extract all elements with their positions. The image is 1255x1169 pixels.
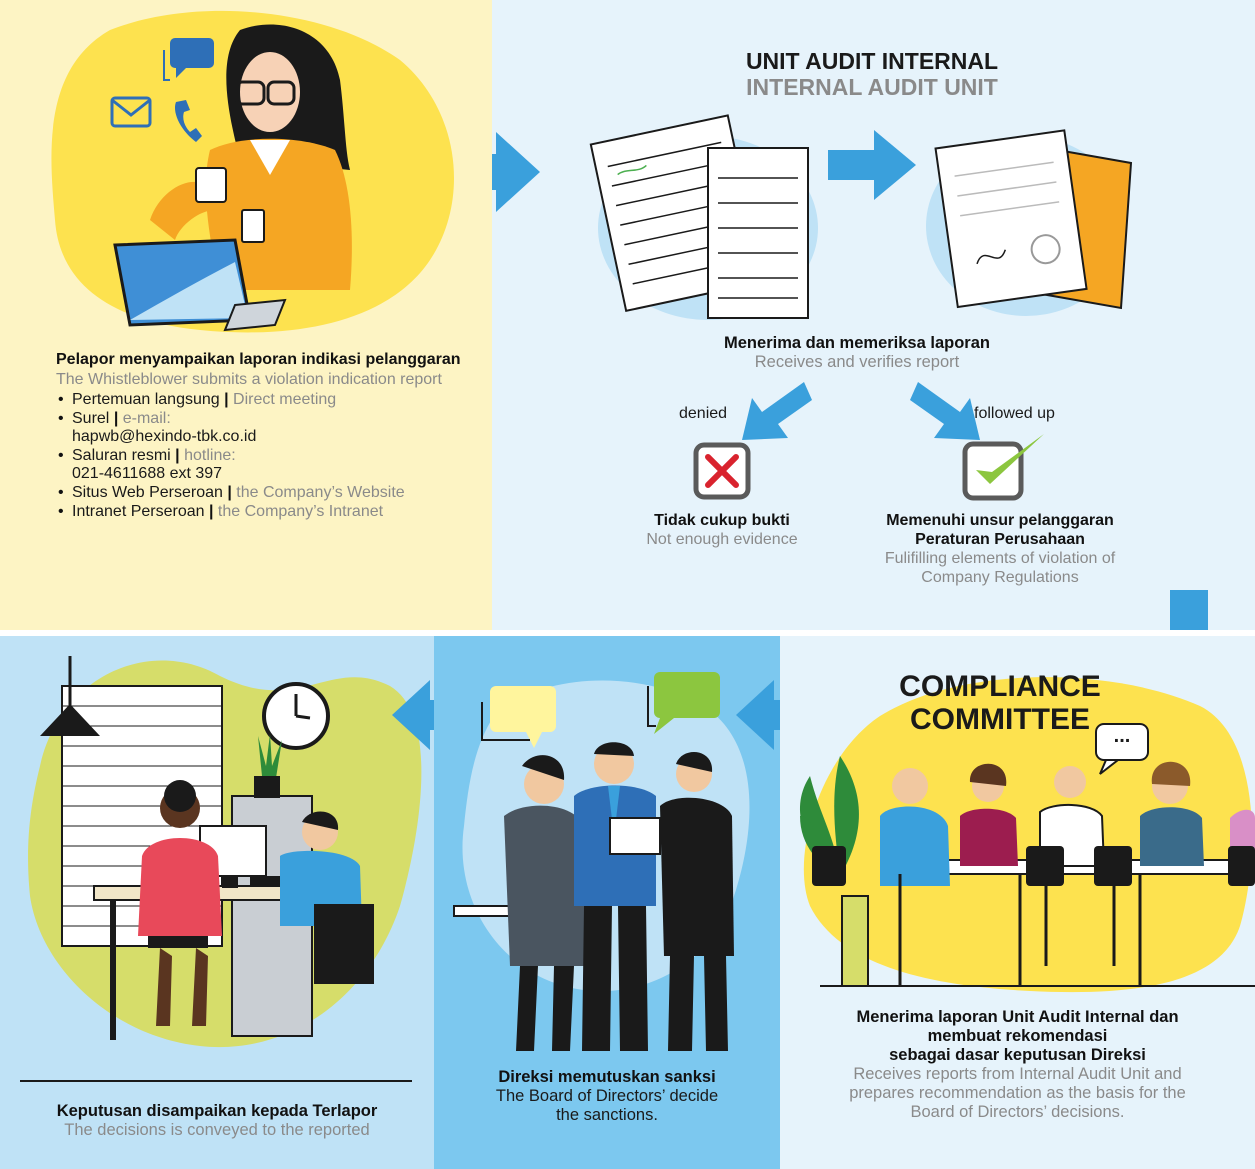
committee-desc-line-2: membuat rekomendasi	[927, 1027, 1108, 1045]
hotline-number: 021-4611688 ext 397	[72, 465, 223, 482]
committee-desc-line-3: sebagai dasar keputusan Direksi	[889, 1046, 1146, 1064]
decision-subtitle: The decisions is conveyed to the reporte…	[64, 1121, 370, 1139]
directors-illustration	[453, 672, 750, 1051]
email-address: hapwb@hexindo-tbk.co.id	[72, 428, 257, 445]
directors-subtitle-line-2: the sanctions.	[556, 1106, 658, 1124]
report-channel-list: Pertemuan langsung | Direct meeting Sure…	[56, 391, 466, 521]
directors-subtitle-line-1: The Board of Directors’ decide	[495, 1087, 719, 1105]
channel-item: Situs Web Perseroan | the Company’s Webs…	[56, 484, 466, 502]
directors-title: Direksi memutuskan sanksi	[498, 1068, 716, 1086]
followed-title-line-1: Memenuhi unsur pelanggaran	[886, 512, 1114, 529]
speech-bubble-yellow-icon	[481, 686, 556, 748]
audit-panel: UNIT AUDIT INTERNAL INTERNAL AUDIT UNIT	[492, 0, 1255, 630]
document-illustration	[589, 114, 818, 320]
arrow-down-right-icon	[910, 382, 980, 440]
clock-icon	[262, 682, 330, 750]
committee-title-line-2: COMMITTEE	[910, 703, 1090, 736]
audit-title: UNIT AUDIT INTERNAL	[745, 48, 999, 74]
ellipsis-label: ...	[1113, 725, 1131, 747]
check-icon	[962, 434, 1044, 501]
channel-item: Saluran resmi | hotline:021-4611688 ext …	[56, 447, 466, 483]
committee-desc-en-line-2: prepares recommendation as the basis for…	[849, 1084, 1186, 1102]
directors-panel: Direksi memutuskan sanksi The Board of D…	[434, 636, 780, 1169]
channel-item: Intranet Perseroan | the Company’s Intra…	[56, 503, 466, 521]
envelope-icon	[110, 96, 152, 128]
committee-desc-line-1: Menerima laporan Unit Audit Internal dan	[856, 1008, 1179, 1026]
whistleblower-illustration	[51, 10, 454, 333]
cross-icon	[693, 442, 751, 500]
followed-title-line-2: Peraturan Perusahaan	[915, 531, 1085, 548]
arrow-down-icon	[1170, 590, 1208, 630]
audit-step-title: Menerima dan memeriksa laporan	[724, 334, 990, 352]
folder-illustration	[926, 129, 1133, 316]
speech-bubble-green-icon	[647, 672, 720, 734]
denied-subtitle: Not enough evidence	[646, 531, 798, 548]
channel-item: Pertemuan langsung | Direct meeting	[56, 391, 466, 409]
arrow-left-icon	[736, 680, 812, 750]
followed-subtitle-line-2: Company Regulations	[921, 569, 1079, 586]
arrow-left-icon	[392, 680, 468, 750]
audit-subtitle: INTERNAL AUDIT UNIT	[746, 74, 998, 100]
reporter-panel: Pelapor menyampaikan laporan indikasi pe…	[0, 0, 492, 630]
phone-icon	[174, 100, 202, 142]
speech-bubble-icon	[1095, 723, 1149, 775]
decision-title: Keputusan disampaikan kepada Terlapor	[56, 1102, 378, 1120]
channel-item: Surel | e-mail:hapwb@hexindo-tbk.co.id	[56, 410, 466, 446]
denied-title: Tidak cukup bukti	[654, 512, 790, 529]
followed-subtitle-line-1: Fulifilling elements of violation of	[884, 550, 1116, 567]
denied-label: denied	[679, 405, 728, 422]
followed-label: followed up	[974, 405, 1055, 422]
arrow-down-left-icon	[742, 382, 812, 440]
reporter-subtitle: The Whistleblower submits a violation in…	[56, 371, 442, 388]
committee-desc-en-line-1: Receives reports from Internal Audit Uni…	[853, 1065, 1182, 1083]
committee-desc-en-line-3: Board of Directors’ decisions.	[910, 1103, 1125, 1121]
committee-illustration	[800, 677, 1255, 993]
decision-illustration	[20, 656, 422, 1082]
reporter-title: Pelapor menyampaikan laporan indikasi pe…	[56, 351, 461, 368]
committee-title-line-1: COMPLIANCE	[899, 670, 1101, 703]
committee-panel: COMPLIANCE COMMITTEE ... Menerima lapora…	[780, 636, 1255, 1169]
chat-icon	[163, 38, 214, 81]
decision-panel: Keputusan disampaikan kepada Terlapor Th…	[0, 636, 434, 1169]
arrow-right-icon	[828, 130, 916, 200]
arrow-right-icon	[492, 132, 540, 212]
audit-step-subtitle: Receives and verifies report	[754, 353, 960, 371]
